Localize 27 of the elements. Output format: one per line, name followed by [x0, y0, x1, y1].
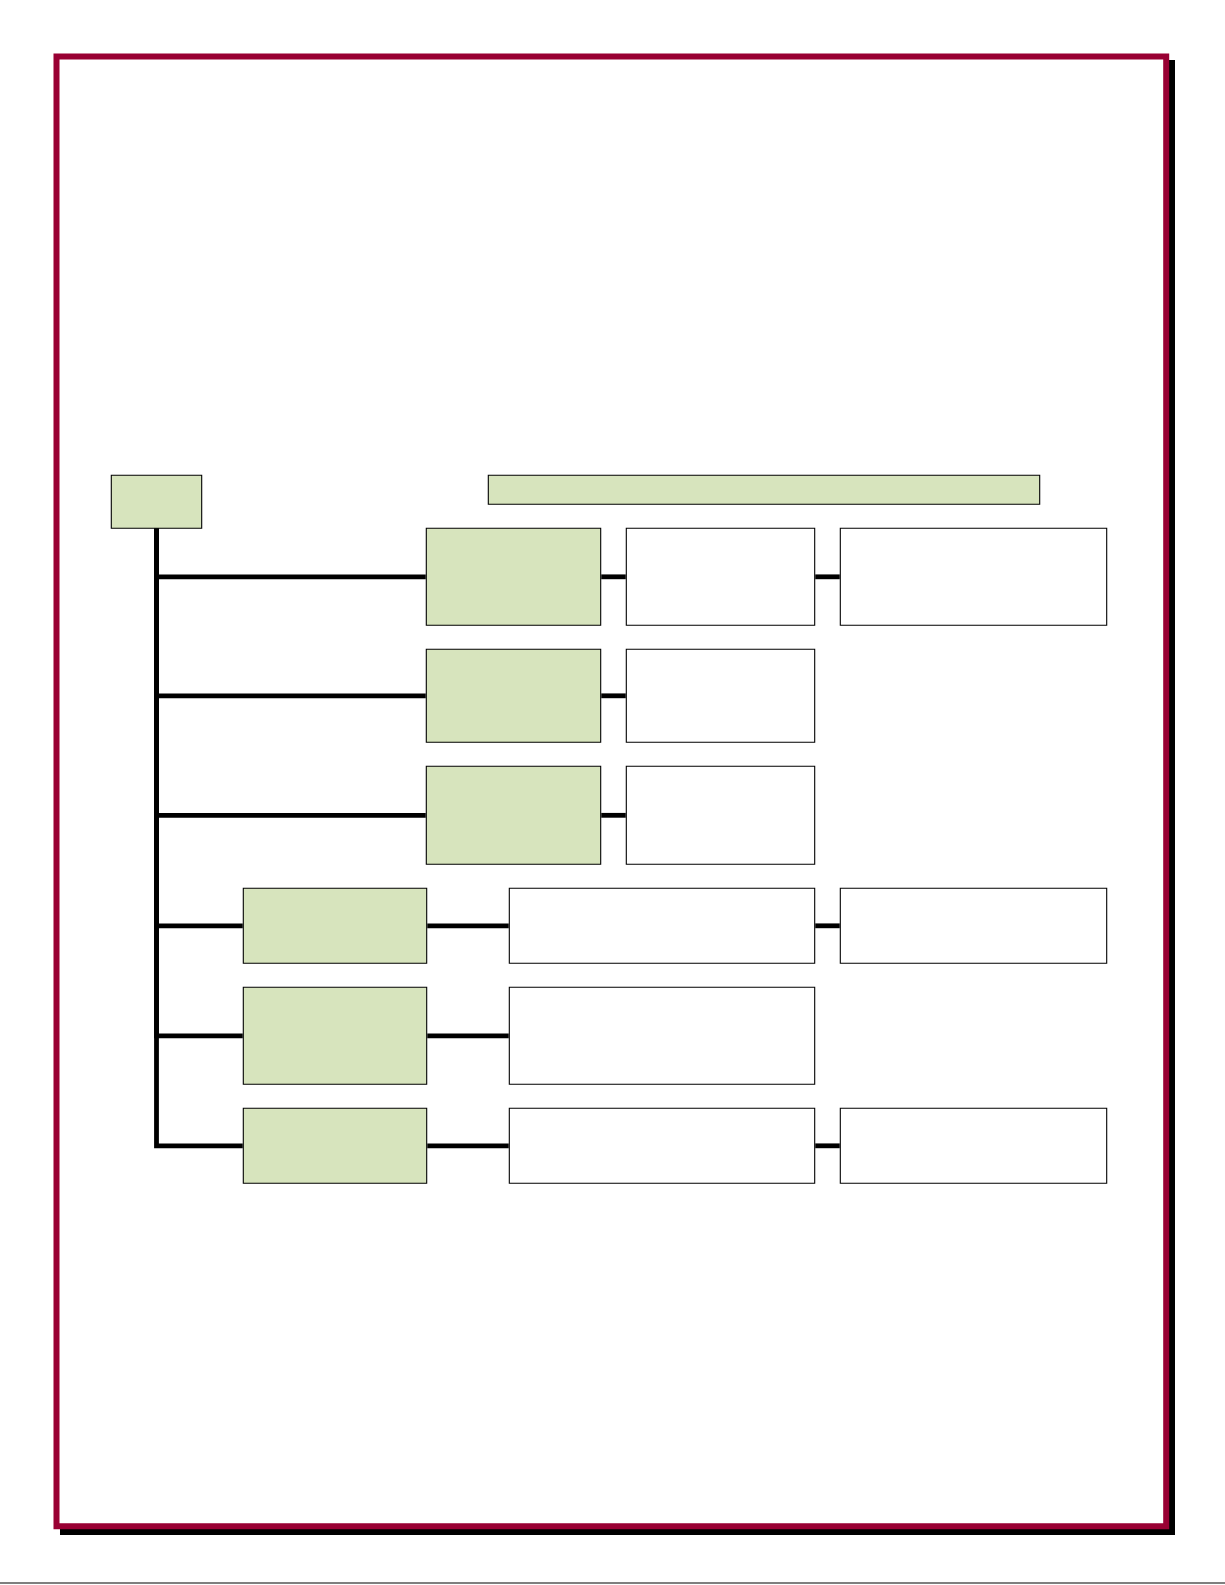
- box: [425, 648, 602, 743]
- box: [839, 1107, 1108, 1184]
- connector-line: [601, 812, 626, 818]
- connector-line: [815, 574, 840, 580]
- connector-line: [601, 574, 626, 580]
- box: [242, 986, 428, 1085]
- box: [508, 1107, 816, 1184]
- box: [508, 986, 816, 1085]
- connector-line: [427, 1143, 509, 1149]
- box: [839, 887, 1108, 964]
- box: [425, 765, 602, 865]
- connector-line: [427, 923, 509, 929]
- connector-line: [815, 923, 840, 929]
- connector-line: [601, 693, 626, 699]
- box: [625, 527, 816, 626]
- connector-line: [815, 1143, 840, 1149]
- header-bar: [487, 474, 1041, 505]
- connector-line: [154, 528, 243, 1149]
- box: [839, 527, 1108, 626]
- box: [508, 887, 816, 964]
- box: [625, 765, 816, 865]
- box: [425, 527, 602, 626]
- box: [625, 648, 816, 743]
- box: [110, 474, 203, 529]
- connector-line: [427, 1033, 509, 1039]
- box: [242, 887, 428, 964]
- box: [242, 1107, 428, 1184]
